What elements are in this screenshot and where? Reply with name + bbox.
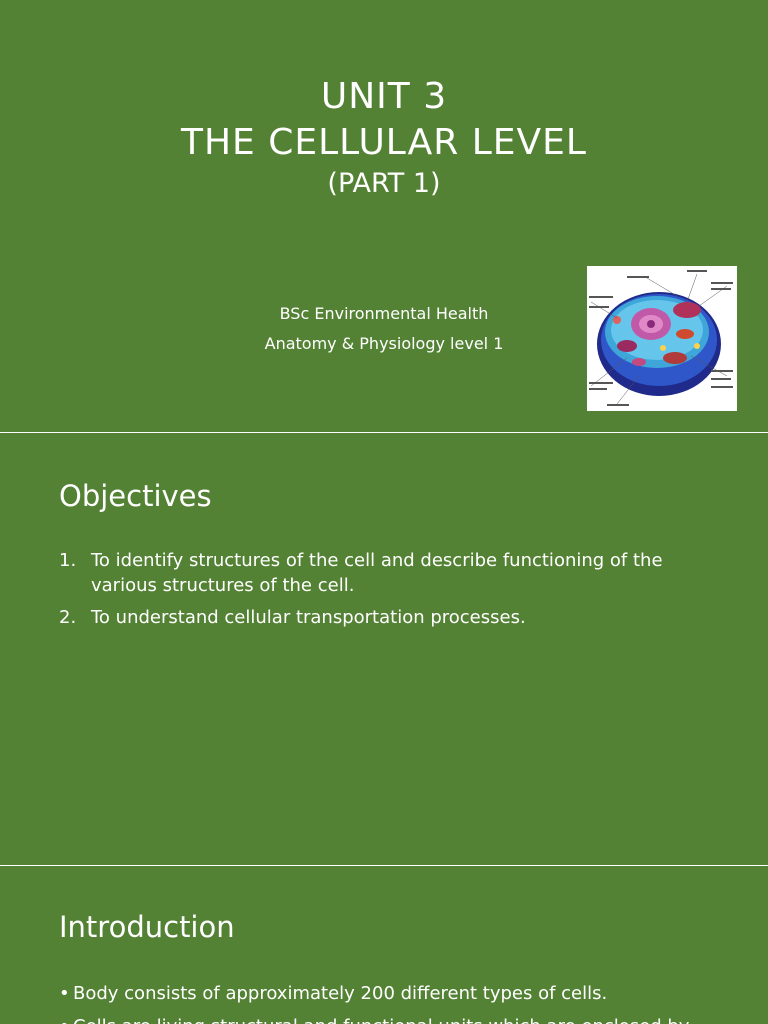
course-name: BSc Environmental Health: [279, 304, 489, 323]
list-text: To identify structures of the cell and d…: [91, 550, 663, 596]
list-item: 1. To identify structures of the cell an…: [59, 548, 719, 598]
list-item: • Body consists of approximately 200 dif…: [59, 981, 749, 1006]
slide-divider: [0, 865, 768, 866]
objectives-list: 1. To identify structures of the cell an…: [59, 548, 719, 637]
animal-cell-diagram-icon: [587, 266, 737, 411]
list-text: Cells are living structural and function…: [73, 1014, 689, 1024]
list-number: 2.: [59, 607, 77, 628]
introduction-slide: Introduction • Body consists of approxim…: [0, 866, 768, 1024]
objectives-slide: Objectives 1. To identify structures of …: [0, 433, 768, 865]
list-number: 1.: [59, 550, 77, 571]
list-text: Body consists of approximately 200 diffe…: [73, 983, 608, 1004]
bullet-icon: •: [59, 1014, 73, 1024]
introduction-heading: Introduction: [59, 910, 235, 944]
title-slide: UNIT 3 THE CELLULAR LEVEL (PART 1) BSc E…: [0, 0, 768, 432]
introduction-list: • Body consists of approximately 200 dif…: [59, 981, 749, 1024]
module-name: Anatomy & Physiology level 1: [264, 334, 504, 353]
slide-title-unit: UNIT 3: [320, 76, 448, 117]
list-item: • Cells are living structural and functi…: [59, 1014, 749, 1024]
slide-divider: [0, 432, 768, 433]
list-text: To understand cellular transportation pr…: [91, 607, 526, 628]
objectives-heading: Objectives: [59, 479, 212, 513]
slide-title-part: (PART 1): [327, 168, 441, 199]
list-item: 2. To understand cellular transportation…: [59, 605, 719, 630]
slide-title-main: THE CELLULAR LEVEL: [180, 122, 587, 163]
bullet-icon: •: [59, 983, 70, 1004]
